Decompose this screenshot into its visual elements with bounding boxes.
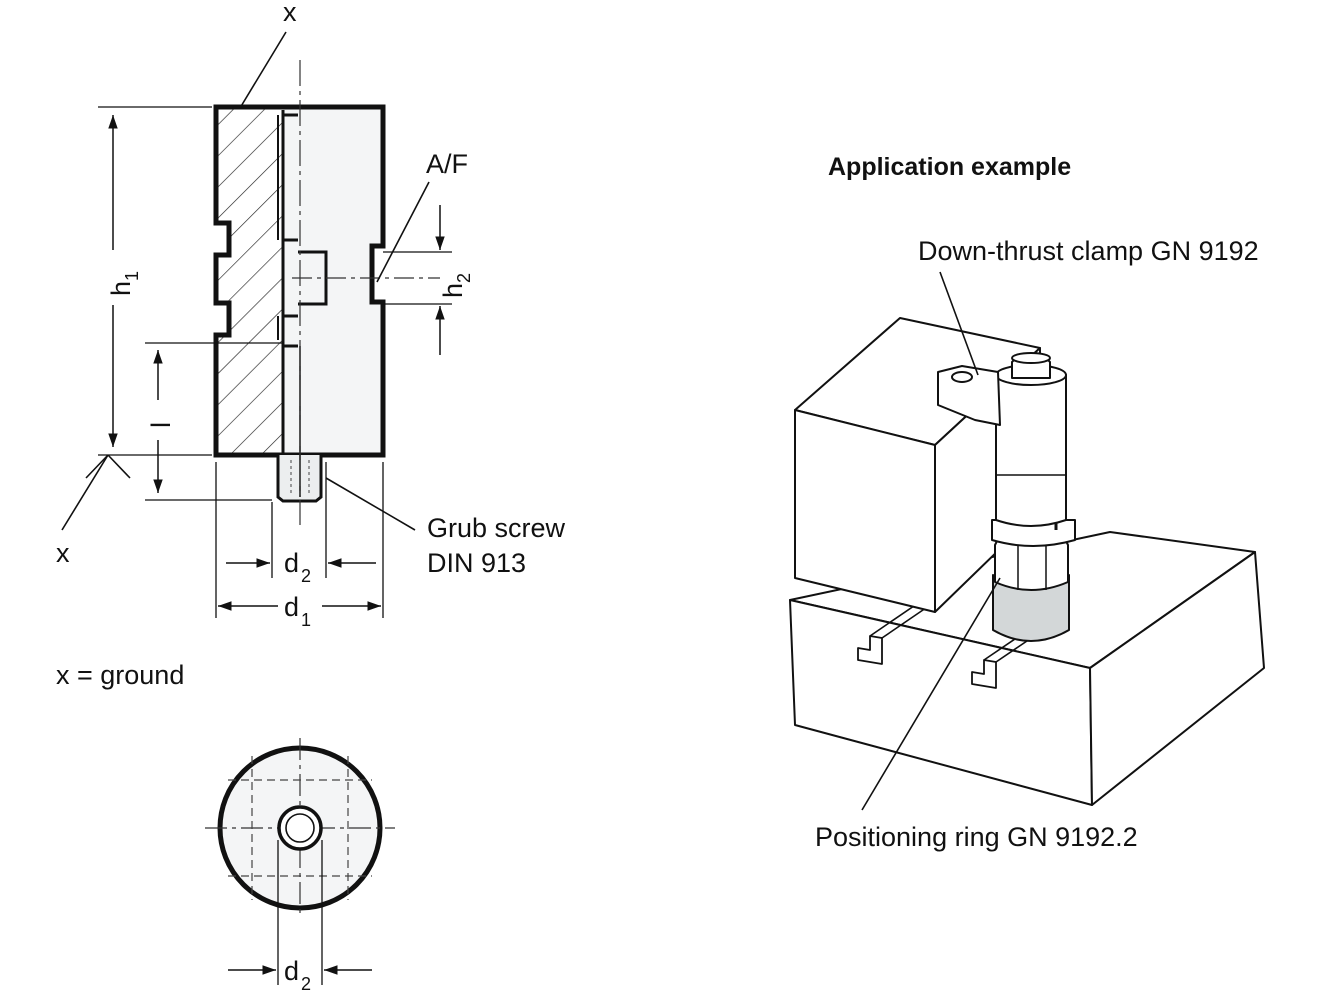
dim-d2-sub: 2 <box>301 566 311 586</box>
callout-clamp: Down-thrust clamp GN 9192 <box>918 236 1259 266</box>
application-illustration <box>789 317 1265 806</box>
top-dim-d2-sub: 2 <box>301 974 311 994</box>
work-block-front <box>794 409 936 613</box>
dim-l-label: l <box>146 422 176 428</box>
marker-x-left: x <box>56 538 70 568</box>
dim-h1-sub: 1 <box>122 271 142 281</box>
grub-screw-label-2: DIN 913 <box>427 548 526 578</box>
section-hatch <box>216 107 283 455</box>
marker-x-top: x <box>283 0 297 27</box>
dim-d1-label: d <box>284 592 299 622</box>
application-heading: Application example <box>828 153 1071 181</box>
legend-ground: x = ground <box>56 660 184 690</box>
base-block-side <box>1089 551 1265 806</box>
clamp-cylinder <box>995 374 1067 527</box>
top-dim-d2-label: d <box>284 956 299 986</box>
callout-ring: Positioning ring GN 9192.2 <box>815 822 1138 852</box>
side-view: x x h 1 l h 2 A/F <box>56 0 566 630</box>
dim-h1-label: h <box>106 281 136 296</box>
dim-d1-sub: 1 <box>301 610 311 630</box>
dim-af-label: A/F <box>426 149 468 179</box>
body-face <box>283 107 383 455</box>
grub-screw-label-1: Grub screw <box>427 513 566 543</box>
dim-h2-label: h <box>438 283 468 298</box>
dim-d2-label: d <box>284 548 299 578</box>
body-outline <box>213 104 386 458</box>
top-view: d 2 <box>205 738 395 994</box>
dim-h2-sub: 2 <box>454 273 474 283</box>
